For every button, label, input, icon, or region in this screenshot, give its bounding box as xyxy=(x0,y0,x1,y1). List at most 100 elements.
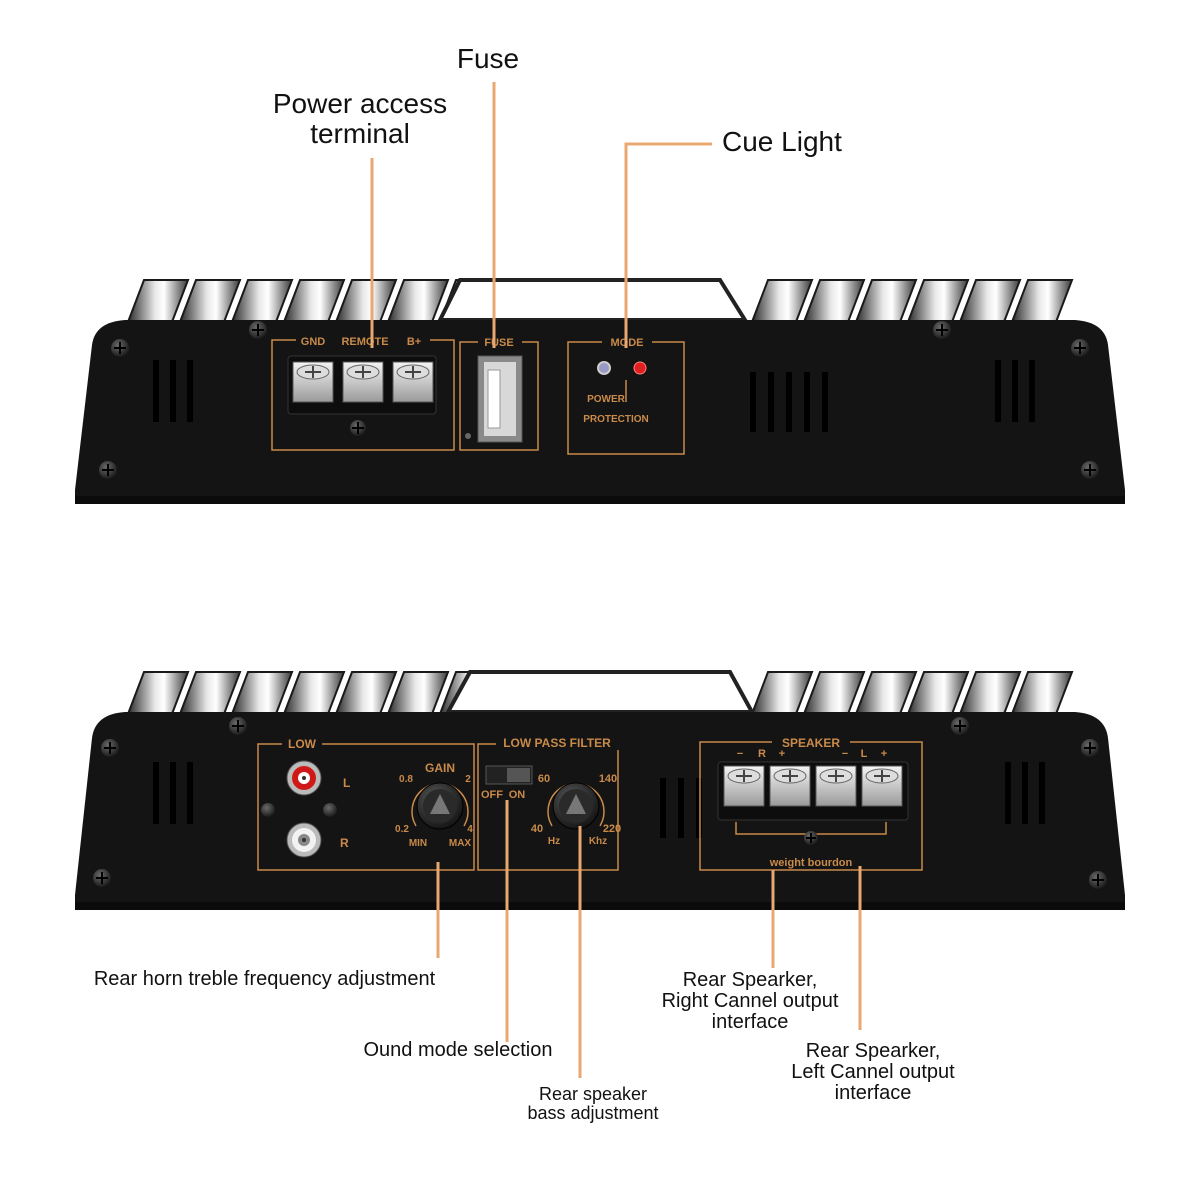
gain-max-label: MAX xyxy=(449,838,472,849)
mode-indicator-block: MODE POWER PROTECTION xyxy=(567,336,685,455)
heatsink-fin xyxy=(906,671,970,715)
heatsink-fin xyxy=(282,279,346,323)
freq-tick-220: 220 xyxy=(603,823,621,835)
cue-light-callout: Cue Light xyxy=(722,127,868,157)
treble-callout-text: Rear horn treble frequency adjustment xyxy=(93,968,436,990)
heatsink-fins xyxy=(126,670,1074,715)
left-output-line-1: Rear Spearker, xyxy=(805,1040,941,1062)
hz-label: Hz xyxy=(548,836,560,847)
amplifier-body xyxy=(75,320,1125,500)
right-output-callout: Rear Spearker, Right Cannel output inter… xyxy=(640,970,860,1033)
speaker-terminal-screw[interactable] xyxy=(769,765,811,807)
heatsink-fin xyxy=(178,671,242,715)
body-screws xyxy=(99,321,1099,479)
lpf-label: LOW PASS FILTER xyxy=(503,736,611,750)
heatsink-fin xyxy=(178,279,242,323)
mode-switch[interactable] xyxy=(485,765,533,785)
heatsink-fin xyxy=(386,671,450,715)
heatsink-fin xyxy=(126,671,190,715)
heatsink-fin xyxy=(126,279,190,323)
right-channel-label: R xyxy=(340,836,349,850)
power-terminal-block: GND REMOTE B+ xyxy=(271,334,455,451)
remote-label: REMOTE xyxy=(341,336,388,348)
freq-tick-140: 140 xyxy=(599,773,617,785)
gain-tick-2: 2 xyxy=(465,774,471,785)
speaker-sign-l-pos: + xyxy=(881,748,887,760)
bottom-amplifier: LOW L R GAIN 0.8 2 0.2 4 MIN MAX xyxy=(75,670,1125,910)
low-pass-filter-block: LOW PASS FILTER OFF ON 60 140 40 220 Hz … xyxy=(477,736,621,871)
heatsink-fin xyxy=(802,279,866,323)
heatsink-fin xyxy=(230,279,294,323)
heatsink-fin xyxy=(230,671,294,715)
heatsink-fin xyxy=(386,279,450,323)
power-access-line-1: Power access xyxy=(272,88,448,119)
bass-line-1: Rear speaker xyxy=(538,1084,648,1104)
treble-callout: Rear horn treble frequency adjustment xyxy=(62,969,467,990)
bass-callout: Rear speaker bass adjustment xyxy=(510,1085,676,1123)
amplifier-body xyxy=(75,712,1125,905)
fuse-callout-text: Fuse xyxy=(456,43,520,74)
mode-selection-callout-text: Ound mode selection xyxy=(363,1039,553,1061)
bplus-label: B+ xyxy=(407,336,421,348)
fuse-callout: Fuse xyxy=(440,44,536,74)
frequency-knob[interactable] xyxy=(552,782,600,830)
terminal-screw[interactable] xyxy=(342,361,384,403)
left-output-callout: Rear Spearker, Left Cannel output interf… xyxy=(766,1041,980,1104)
heatsink-fin xyxy=(334,671,398,715)
heatsink-fin xyxy=(1010,671,1074,715)
right-output-line-1: Rear Spearker, xyxy=(682,969,818,991)
leader-lines xyxy=(370,82,862,1078)
heatsink-fin xyxy=(906,279,970,323)
speaker-sign-r-neg: − xyxy=(737,748,743,760)
left-output-line-3: interface xyxy=(834,1082,912,1104)
gain-knob[interactable] xyxy=(416,782,464,830)
low-input-block: LOW L R GAIN 0.8 2 0.2 4 MIN MAX xyxy=(257,737,475,871)
rca-left-jack[interactable] xyxy=(286,760,322,796)
heatsink-fin xyxy=(854,279,918,323)
low-label: LOW xyxy=(288,737,317,751)
gain-min-label: MIN xyxy=(409,838,427,849)
speaker-sign-l: L xyxy=(861,748,868,760)
heatsink-fin xyxy=(750,279,814,323)
heatsink-fin xyxy=(750,671,814,715)
terminal-screw[interactable] xyxy=(292,361,334,403)
heatsink-fin xyxy=(854,671,918,715)
heatsink-fin xyxy=(958,671,1022,715)
top-amplifier: GND REMOTE B+ FUSE MODE POWER xyxy=(75,278,1125,504)
power-access-callout: Power access terminal xyxy=(240,89,480,149)
protection-led xyxy=(633,361,647,375)
speaker-terminal-screw[interactable] xyxy=(861,765,903,807)
left-output-line-2: Left Cannel output xyxy=(791,1061,955,1083)
heatsink-fin xyxy=(802,671,866,715)
khz-label: Khz xyxy=(589,836,607,847)
speaker-sign-r-pos: + xyxy=(779,748,785,760)
freq-tick-60: 60 xyxy=(538,773,550,785)
speaker-terminal-screw[interactable] xyxy=(815,765,857,807)
protection-label: PROTECTION xyxy=(583,414,649,425)
mode-selection-callout: Ound mode selection xyxy=(350,1040,566,1061)
speaker-sign-l-neg: − xyxy=(842,748,848,760)
heatsink-fin xyxy=(334,279,398,323)
cue-light-callout-text: Cue Light xyxy=(722,126,842,157)
heatsink-fin xyxy=(958,279,1022,323)
gain-tick-02: 0.2 xyxy=(395,824,409,835)
speaker-terminal-screw[interactable] xyxy=(723,765,765,807)
left-channel-label: L xyxy=(343,776,350,790)
gain-label: GAIN xyxy=(425,761,455,775)
power-label: POWER xyxy=(587,394,626,405)
terminal-screw[interactable] xyxy=(392,361,434,403)
heatsink-fins xyxy=(126,278,1074,323)
fuse-label: FUSE xyxy=(484,337,513,349)
rca-right-jack[interactable] xyxy=(286,822,322,858)
speaker-output-block: SPEAKER − R + − L + weight bourdon xyxy=(699,736,923,871)
power-access-line-2: terminal xyxy=(310,118,410,149)
vent-slots xyxy=(153,762,1045,838)
vent-slots xyxy=(153,360,1035,432)
body-screws xyxy=(93,717,1107,889)
bridge-label: weight bourdon xyxy=(769,857,853,869)
heatsink-fin xyxy=(1010,279,1074,323)
power-led xyxy=(597,361,611,375)
right-output-line-2: Right Cannel output xyxy=(661,990,839,1012)
speaker-label: SPEAKER xyxy=(782,736,840,750)
